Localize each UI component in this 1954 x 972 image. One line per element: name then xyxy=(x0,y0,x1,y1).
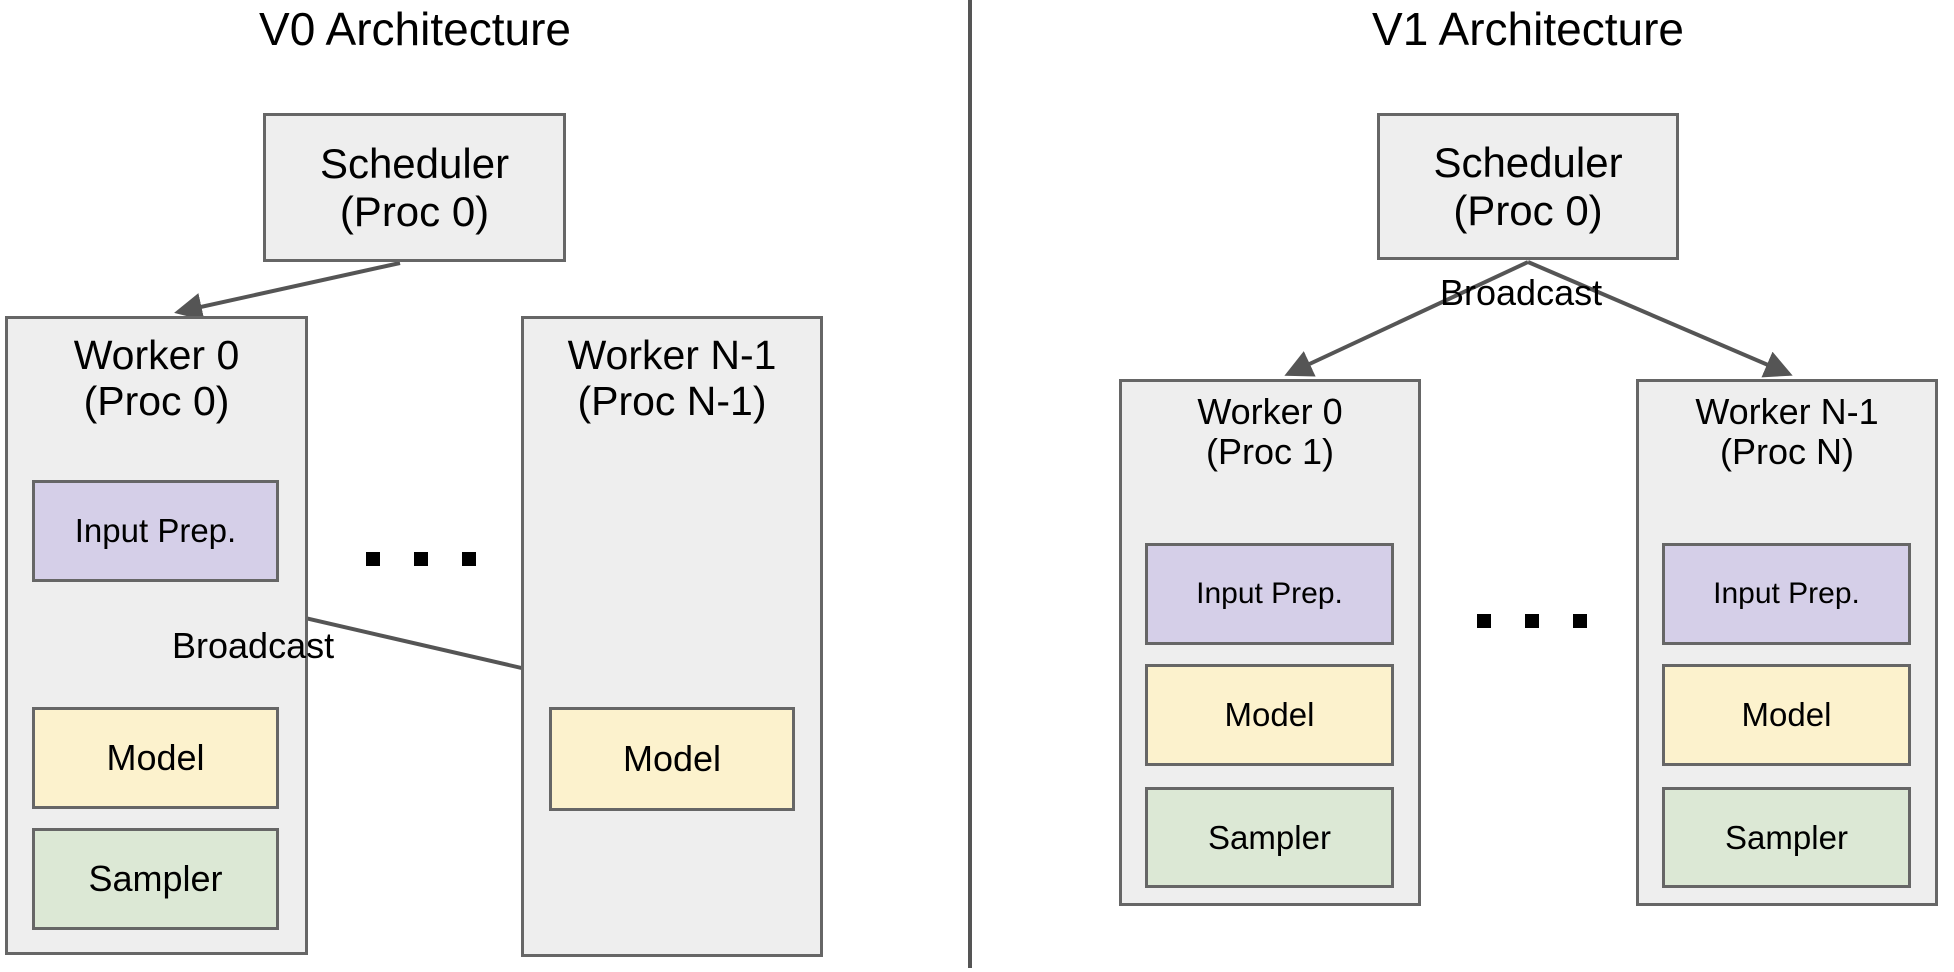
arrow-v0-scheduler-to-worker0 xyxy=(174,261,401,321)
panel-divider xyxy=(968,0,972,968)
v1-worker-0-sampler-box: Sampler xyxy=(1145,787,1394,888)
v0-scheduler-label-line1: Scheduler xyxy=(319,140,510,188)
v1-worker-n-1-model-box: Model xyxy=(1662,664,1911,766)
v0-worker-0-sampler-box: Sampler xyxy=(32,828,279,930)
v1-worker-n-1-sampler-label: Sampler xyxy=(1725,818,1848,856)
v1-worker-0-model-label: Model xyxy=(1224,696,1315,733)
v1-worker-n-1-input-prep-box: Input Prep. xyxy=(1662,543,1911,645)
ellipsis-dot xyxy=(1573,614,1587,628)
ellipsis-dot xyxy=(1477,614,1491,628)
v1-worker-0-input-prep-label: Input Prep. xyxy=(1196,577,1343,610)
v0-worker-0-input-prep-box: Input Prep. xyxy=(32,480,279,582)
v1-worker-n-1-input-prep-label: Input Prep. xyxy=(1713,577,1860,610)
v0-scheduler-box: Scheduler (Proc 0) xyxy=(263,113,566,262)
v1-worker-n-1-sampler-box: Sampler xyxy=(1662,787,1911,888)
v0-worker-0-model-label: Model xyxy=(106,737,205,778)
v1-worker-0-title-line1: Worker 0 xyxy=(1197,391,1343,432)
ellipsis-dot xyxy=(462,552,476,566)
v1-ellipsis xyxy=(1477,614,1587,628)
ellipsis-dot xyxy=(366,552,380,566)
v1-scheduler-label-line1: Scheduler xyxy=(1433,139,1623,187)
v0-worker-0-input-prep-label: Input Prep. xyxy=(74,512,237,549)
v1-broadcast-label: Broadcast xyxy=(1440,272,1603,313)
v1-scheduler-label-line2: (Proc 0) xyxy=(1453,186,1603,234)
v0-worker-n-1-title-line2: (Proc N-1) xyxy=(577,377,767,424)
v0-ellipsis xyxy=(366,552,476,566)
v1-worker-n-1-model-label: Model xyxy=(1741,696,1832,733)
panel-title-v0: V0 Architecture xyxy=(259,3,571,55)
v1-worker-0-model-box: Model xyxy=(1145,664,1394,766)
v1-worker-0-title-line2: (Proc 1) xyxy=(1205,431,1335,473)
v0-broadcast-label: Broadcast xyxy=(172,625,335,666)
ellipsis-dot xyxy=(414,552,428,566)
v1-worker-n-1-title-line1: Worker N-1 xyxy=(1695,391,1879,432)
v1-scheduler-box: Scheduler (Proc 0) xyxy=(1377,113,1679,260)
ellipsis-dot xyxy=(1525,614,1539,628)
v0-scheduler-label-line2: (Proc 0) xyxy=(339,187,490,235)
v1-worker-0-sampler-label: Sampler xyxy=(1208,818,1331,856)
v1-worker-0-input-prep-box: Input Prep. xyxy=(1145,543,1394,645)
v0-worker-n-1-title-line1: Worker N-1 xyxy=(567,332,777,378)
v1-worker-n-1-title-line2: (Proc N) xyxy=(1720,431,1854,473)
v0-worker-n-1-box: Worker N-1 (Proc N-1) xyxy=(521,316,823,957)
v0-worker-0-title-line2: (Proc 0) xyxy=(83,377,230,424)
v0-worker-0-title-line1: Worker 0 xyxy=(73,332,240,378)
v0-worker-0-sampler-label: Sampler xyxy=(88,858,223,899)
v0-worker-n-1-model-box: Model xyxy=(549,707,795,811)
panel-title-v1: V1 Architecture xyxy=(1372,3,1684,55)
v0-worker-0-model-box: Model xyxy=(32,707,279,809)
v0-worker-n-1-model-label: Model xyxy=(622,738,722,779)
